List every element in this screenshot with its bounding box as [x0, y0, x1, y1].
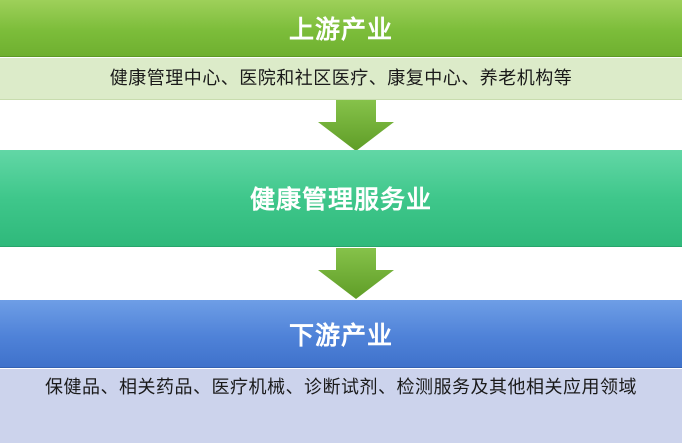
- upstream-detail-text: 健康管理中心、医院和社区医疗、康复中心、养老机构等: [109, 67, 573, 89]
- midstream-title: 健康管理服务业: [249, 185, 432, 214]
- downstream-detail-text: 保健品、相关药品、医疗机械、诊断试剂、检测服务及其他相关应用领域: [45, 377, 637, 398]
- downstream-header: 下游产业: [0, 300, 682, 368]
- upstream-header: 上游产业: [0, 0, 682, 57]
- down-arrow-icon: [318, 248, 394, 299]
- downstream-title: 下游产业: [288, 320, 393, 350]
- upstream-detail-box: 健康管理中心、医院和社区医疗、康复中心、养老机构等: [0, 58, 682, 100]
- down-arrow-icon: [318, 100, 394, 151]
- midstream-box: 健康管理服务业: [0, 150, 682, 247]
- downstream-detail-box: 保健品、相关药品、医疗机械、诊断试剂、检测服务及其他相关应用领域: [0, 369, 682, 443]
- upstream-title: 上游产业: [288, 15, 393, 44]
